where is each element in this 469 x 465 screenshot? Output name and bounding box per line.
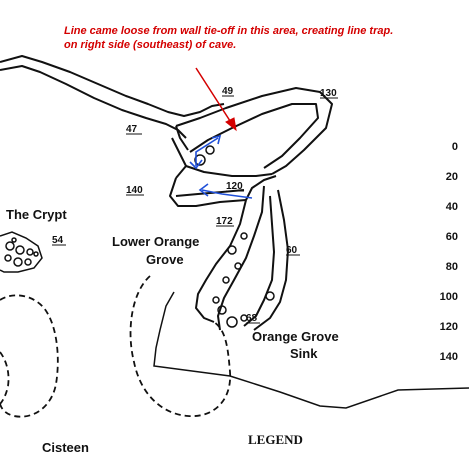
lower-orange-grove-label-line2: Grove	[146, 252, 184, 267]
crypt-breakdown	[0, 231, 43, 273]
sink-boundary	[153, 291, 469, 409]
depth-scale-label: 140	[440, 351, 458, 363]
legend-heading: LEGEND	[248, 432, 303, 447]
line-trap-arrows	[189, 134, 253, 199]
line-trap-annotation: Line came loose from wall tie-off in thi…	[64, 25, 394, 51]
depth-scale-label: 60	[446, 231, 458, 243]
central-junction	[169, 165, 277, 207]
depth-scale-label: 40	[446, 201, 458, 213]
red-pointer-arrow	[195, 67, 237, 132]
orange-grove-sink-label-line2: Sink	[290, 346, 318, 361]
cisteen-label: Cisteen	[42, 440, 89, 455]
orange-grove-sink-label-line1: Orange Grove	[252, 329, 339, 344]
station-54: 54	[52, 235, 64, 246]
south-passages	[195, 185, 289, 331]
depth-scale-label: 20	[446, 171, 458, 183]
the-crypt-label: The Crypt	[6, 207, 67, 222]
station-130: 130	[320, 88, 337, 99]
station-49: 49	[222, 86, 234, 97]
depth-scale-label: 0	[452, 141, 458, 153]
station-numbers: 49 130 47 140 120 172 60 54 68	[52, 86, 338, 324]
northeast-loop	[171, 87, 333, 179]
depth-scale-label: 80	[446, 261, 458, 273]
lower-orange-grove-label-line1: Lower Orange	[112, 234, 199, 249]
depth-scale: 0 20 40 60 80 100 120 140	[440, 141, 458, 363]
depth-scale-label: 100	[440, 291, 458, 303]
upper-passage	[0, 55, 225, 139]
station-47: 47	[126, 124, 138, 135]
station-68: 68	[246, 313, 258, 324]
station-140: 140	[126, 185, 143, 196]
station-120: 120	[226, 181, 243, 192]
station-172: 172	[216, 216, 233, 227]
station-60: 60	[286, 245, 298, 256]
cisteen-outline	[0, 294, 59, 418]
depth-scale-label: 120	[440, 321, 458, 333]
